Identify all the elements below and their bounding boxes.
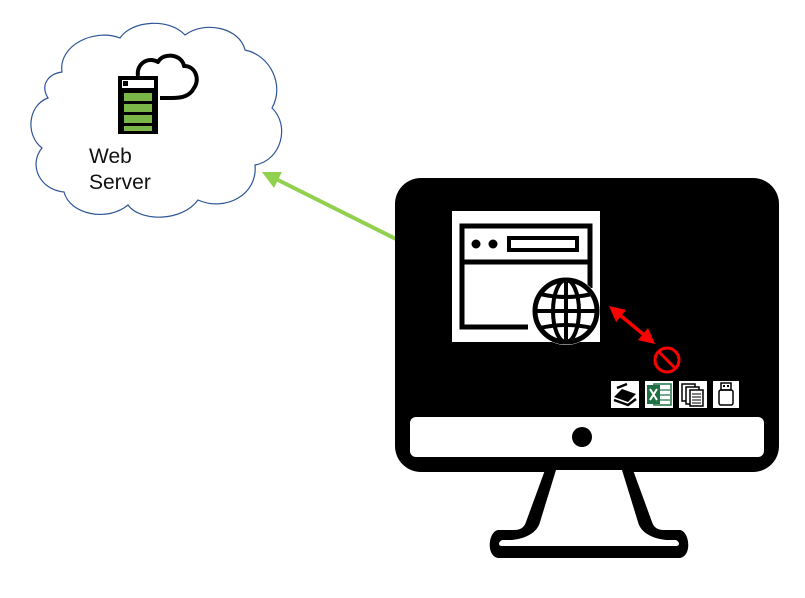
usb-drive-icon — [713, 381, 739, 408]
server-cloud-icon — [118, 53, 199, 134]
prohibited-icon — [653, 346, 681, 374]
browser-globe-icon — [452, 211, 600, 345]
blocked-connection-arrow — [608, 305, 656, 345]
scanner-icon — [611, 381, 639, 408]
documents-icon — [679, 381, 707, 408]
server-label-line2: Server — [89, 171, 151, 194]
monitor-power-button — [572, 427, 592, 447]
server-label-line1: Web — [89, 145, 132, 168]
excel-icon — [645, 381, 673, 408]
